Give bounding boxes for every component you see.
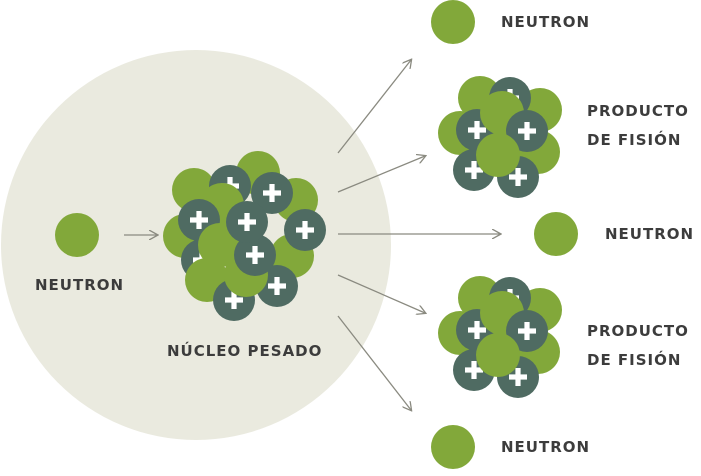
neutron-bottom-icon <box>431 425 475 469</box>
fission-product-1-icon <box>438 76 562 198</box>
fission-product-2-label-line2: DE FISIÓN <box>587 351 682 369</box>
neutron-top-label: NEUTRON <box>501 13 591 31</box>
incoming-neutron-icon <box>55 213 99 257</box>
fission-product-1-label: PRODUCTO DE FISIÓN <box>587 97 689 155</box>
fission-product-1-label-line2: DE FISIÓN <box>587 131 682 149</box>
arrow-to-neutron-top-icon <box>337 60 411 154</box>
heavy-nucleus-label: NÚCLEO PESADO <box>167 342 323 360</box>
fission-product-2-label-line1: PRODUCTO <box>587 322 689 340</box>
neutron-top-icon <box>431 0 475 44</box>
incoming-neutron-label: NEUTRON <box>35 276 125 294</box>
neutron-middle-label: NEUTRON <box>605 225 695 243</box>
fission-product-2-label: PRODUCTO DE FISIÓN <box>587 317 689 375</box>
arrow-to-product-2-icon <box>337 274 425 313</box>
neutron-middle-icon <box>534 212 578 256</box>
heavy-nucleus-icon <box>163 151 326 321</box>
arrow-to-neutron-bottom-icon <box>337 315 411 410</box>
arrow-to-product-1-icon <box>337 156 425 193</box>
neutron-bottom-label: NEUTRON <box>501 438 591 456</box>
fission-product-1-label-line1: PRODUCTO <box>587 102 689 120</box>
fission-product-2-icon <box>438 276 562 398</box>
